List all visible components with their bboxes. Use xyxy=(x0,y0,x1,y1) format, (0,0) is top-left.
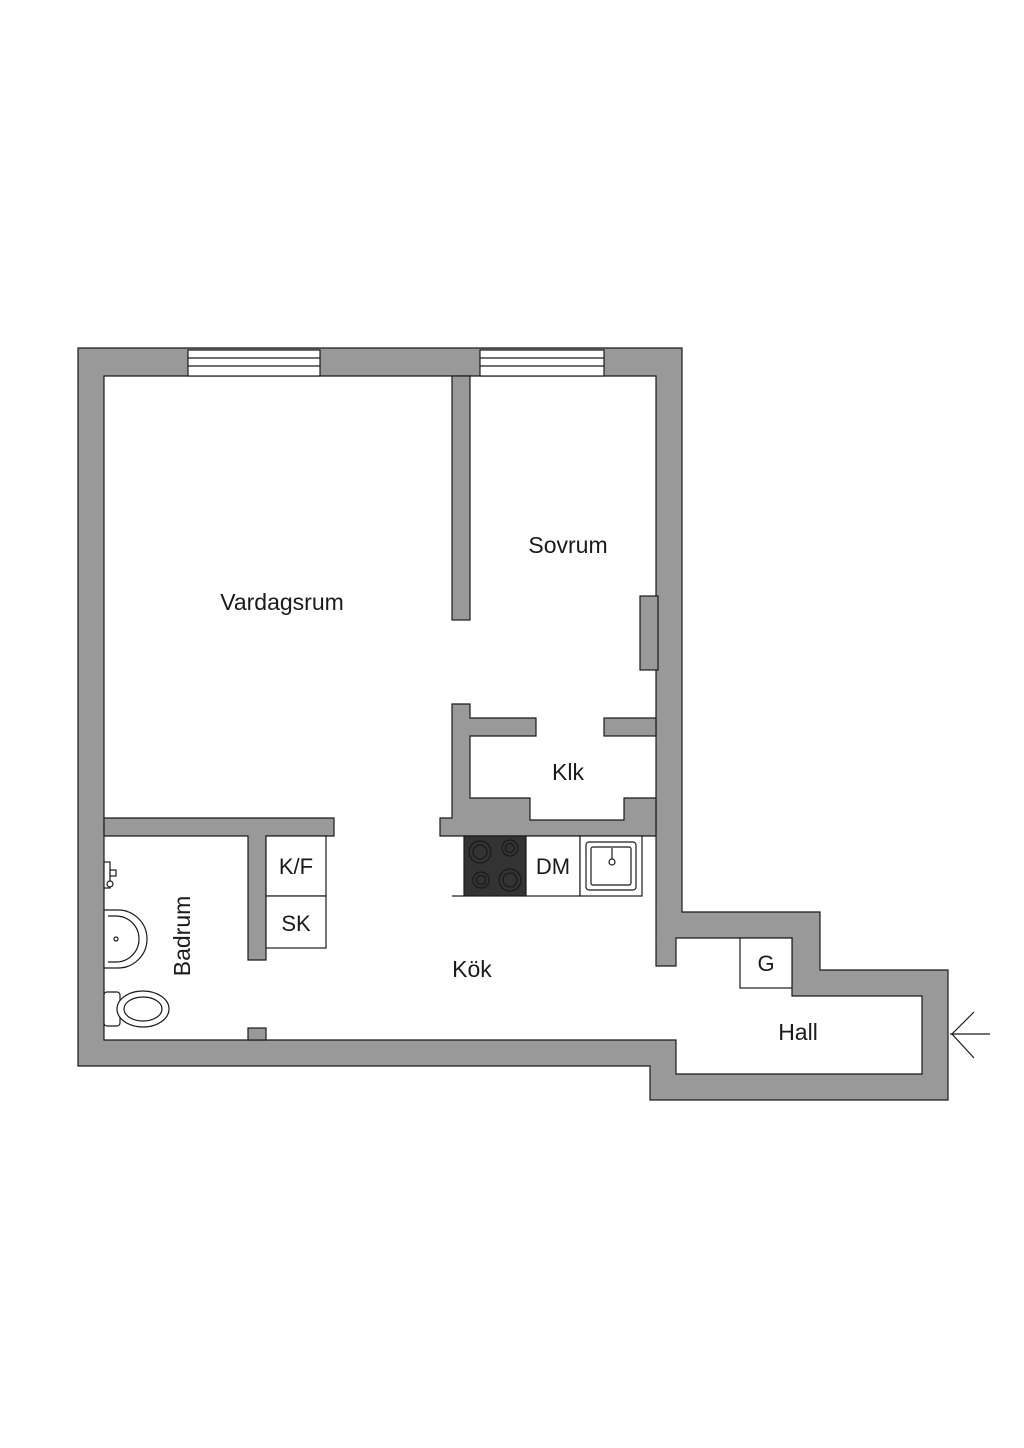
outer-walls xyxy=(77,347,949,1101)
room-label-kok: Kök xyxy=(452,956,492,982)
bathroom-sink xyxy=(103,909,148,969)
toilet xyxy=(103,990,170,1028)
room-label-klk: Klk xyxy=(552,759,584,785)
storage-cabinet-label: SK xyxy=(281,911,311,936)
storage-cabinet xyxy=(265,895,327,949)
wall-badrum xyxy=(103,817,335,961)
room-label-vardagsrum: Vardagsrum xyxy=(220,589,344,615)
room-label-sovrum: Sovrum xyxy=(528,532,607,558)
room-label-badrum: Badrum xyxy=(169,896,195,977)
wall-sovrum-nib xyxy=(639,595,659,671)
room-label-hall: Hall xyxy=(778,1019,818,1045)
fridge-freezer-label: K/F xyxy=(279,854,313,879)
wall-vardagsrum-sovrum xyxy=(451,375,471,621)
window-sovrum xyxy=(479,349,605,377)
wall-klk xyxy=(439,703,657,837)
arrow-left-icon xyxy=(950,1011,990,1059)
wall-badrum-door-nib xyxy=(247,1027,267,1041)
window-vardagsrum xyxy=(187,349,321,377)
wardrobe xyxy=(739,937,793,989)
shower-faucet xyxy=(103,861,117,889)
wall-klk-right xyxy=(603,717,657,737)
dishwasher-label: DM xyxy=(536,854,570,879)
stove xyxy=(463,835,527,897)
sink xyxy=(579,835,643,897)
fridge-freezer xyxy=(265,835,327,897)
wardrobe-label: G xyxy=(757,951,774,976)
